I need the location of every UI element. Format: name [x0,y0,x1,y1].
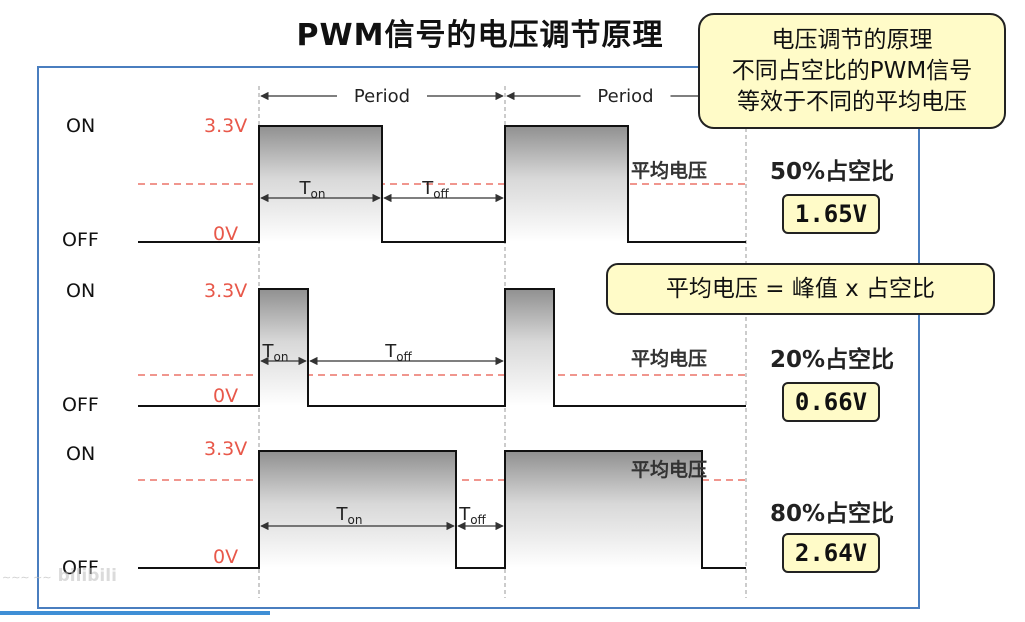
low-voltage-row1: 0V [213,223,239,245]
duty-label-row1: 50%占空比 [769,159,895,185]
t-off-label-row2: Toff [384,341,412,364]
progress-bar [0,611,270,615]
on-label-row2: ON [66,280,96,302]
on-label-row3: ON [66,443,96,465]
period-label-1: Period [354,86,410,107]
pulse-fill-row1-2 [505,126,628,242]
avg-voltage-label-row2: 平均电压 [631,348,708,370]
waveform-row1 [138,125,746,243]
pulse-fill-row3-1 [259,451,456,568]
high-voltage-row1: 3.3V [204,115,248,137]
pulse-fill-row2-1 [259,289,308,406]
low-voltage-row3: 0V [213,546,239,568]
t-off-label-row3: Toff [458,504,486,527]
avg-value-row2: 0.66V [782,382,880,422]
callout-line-1: 电压调节的原理 [771,27,933,53]
off-label-row3: OFF [62,557,99,579]
off-label-row1: OFF [62,229,99,251]
high-voltage-row3: 3.3V [204,438,248,460]
on-label-row1: ON [66,115,96,137]
t-on-label-row3: Ton [336,504,363,527]
pulse-fill-row1-1 [259,126,382,242]
waveform-row3 [138,450,746,569]
low-voltage-row2: 0V [213,385,239,407]
waveform-row2 [138,288,746,407]
t-on-label-row2: Ton [262,341,289,364]
callout-line-3: 等效于不同的平均电压 [737,89,967,115]
avg-voltage-label-row3: 平均电压 [631,459,708,481]
bilibili-watermark: ∼∼∼ ∼∼bilibili [2,566,117,586]
pulse-fill-row2-2 [505,289,554,406]
t-off-label-row1: Toff [421,178,449,201]
principle-callout: 电压调节的原理 不同占空比的PWM信号 等效于不同的平均电压 [698,13,1006,129]
avg-voltage-label-row1: 平均电压 [631,160,708,182]
duty-label-row2: 20%占空比 [769,347,895,373]
off-label-row2: OFF [62,394,99,416]
formula-box: 平均电压 = 峰值 x 占空比 [606,263,995,315]
callout-line-2: 不同占空比的PWM信号 [731,58,973,84]
page-title: PWM信号的电压调节原理 [296,18,664,53]
period-label-2: Period [597,86,653,107]
avg-value-row1: 1.65V [782,194,880,234]
pulse-fill-row3-2 [505,451,702,568]
diagram-frame [37,66,920,609]
duty-label-row3: 80%占空比 [769,501,895,527]
high-voltage-row2: 3.3V [204,280,248,302]
t-on-label-row1: Ton [299,178,326,201]
avg-value-row3: 2.64V [782,533,880,573]
watermark-text: bilibili [57,566,117,586]
